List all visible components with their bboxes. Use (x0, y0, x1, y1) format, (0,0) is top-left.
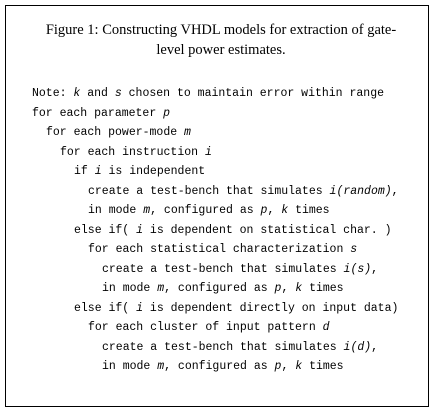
code-text: for each cluster of input pattern (88, 321, 323, 334)
code-text: create a test-bench that simulates (88, 184, 330, 198)
caption-line-2: level power estimates. (156, 42, 286, 58)
code-text: times (302, 360, 344, 373)
code-text: , (281, 282, 296, 295)
code-text: , configured as (150, 204, 261, 217)
code-text: chosen to maintain error within range (121, 87, 384, 100)
code-variable: s (114, 87, 122, 100)
code-variable: m (143, 204, 151, 217)
code-text: create a test-bench that simulates (102, 340, 344, 354)
code-variable: k (73, 87, 81, 100)
code-line: in mode m, configured as p, k times (102, 281, 344, 297)
code-variable: i(random) (329, 184, 392, 198)
code-text: for each power-mode (46, 126, 185, 139)
code-text: , configured as (164, 282, 275, 295)
code-variable: k (295, 360, 303, 373)
code-text: times (288, 204, 330, 217)
code-variable: m (184, 126, 191, 139)
code-variable: p (274, 360, 282, 373)
code-text: and (80, 87, 115, 100)
code-variable: i (94, 165, 102, 178)
code-line: for each power-mode m (46, 125, 191, 141)
code-text: , (391, 184, 399, 198)
code-text: Note: (32, 87, 74, 100)
code-variable: p (260, 204, 268, 217)
code-line: in mode m, configured as p, k times (88, 203, 330, 219)
figure-box: Figure 1: Constructing VHDL models for e… (5, 5, 429, 407)
code-text: for each statistical characterization (88, 243, 351, 256)
code-text: times (302, 282, 344, 295)
code-text: in mode (102, 360, 158, 373)
code-line: for each cluster of input pattern d (88, 320, 330, 336)
code-variable: m (157, 282, 165, 295)
code-text: in mode (88, 204, 144, 217)
code-line: create a test-bench that simulates i(ran… (88, 184, 399, 200)
code-variable: i(d) (343, 340, 372, 354)
code-line: if i is independent (74, 164, 205, 180)
code-variable: i(s) (343, 262, 372, 276)
code-variable: k (281, 204, 289, 217)
code-variable: d (322, 321, 330, 334)
code-variable: i (204, 145, 212, 159)
code-line: else if( i is dependent directly on inpu… (74, 301, 398, 317)
code-variable: i (136, 223, 144, 237)
code-text: , (371, 340, 379, 354)
code-line: for each statistical characterization s (88, 242, 357, 258)
code-variable: p (274, 282, 282, 295)
figure-caption: Figure 1: Constructing VHDL models for e… (26, 20, 416, 60)
code-text: , (267, 204, 282, 217)
code-text: , configured as (164, 360, 275, 373)
code-text: else if( (74, 223, 137, 237)
code-text: , (371, 262, 379, 276)
code-text: for each instruction (60, 145, 205, 159)
code-line: for each parameter p (32, 106, 170, 122)
code-text: is independent (101, 165, 206, 178)
code-variable: s (350, 243, 358, 256)
code-text: create a test-bench that simulates (102, 262, 344, 276)
code-text: , (281, 360, 296, 373)
caption-line-1: Figure 1: Constructing VHDL models for e… (45, 22, 397, 38)
code-text: else if( (74, 301, 137, 315)
code-text: for each parameter (32, 106, 164, 120)
code-line: else if( i is dependent on statistical c… (74, 223, 391, 239)
code-text: is dependent on statistical char. ) (143, 223, 392, 237)
code-line: in mode m, configured as p, k times (102, 359, 344, 375)
code-line: for each instruction i (60, 145, 212, 161)
code-text: in mode (102, 282, 158, 295)
code-variable: k (295, 282, 303, 295)
code-line: create a test-bench that simulates i(d), (102, 340, 378, 356)
code-variable: p (163, 106, 171, 120)
code-text: if (74, 165, 95, 178)
code-text: is dependent directly on input data) (143, 301, 399, 315)
code-variable: i (136, 301, 144, 315)
code-variable: m (157, 360, 165, 373)
code-line: create a test-bench that simulates i(s), (102, 262, 378, 278)
code-line: Note: k and s chosen to maintain error w… (32, 86, 384, 102)
